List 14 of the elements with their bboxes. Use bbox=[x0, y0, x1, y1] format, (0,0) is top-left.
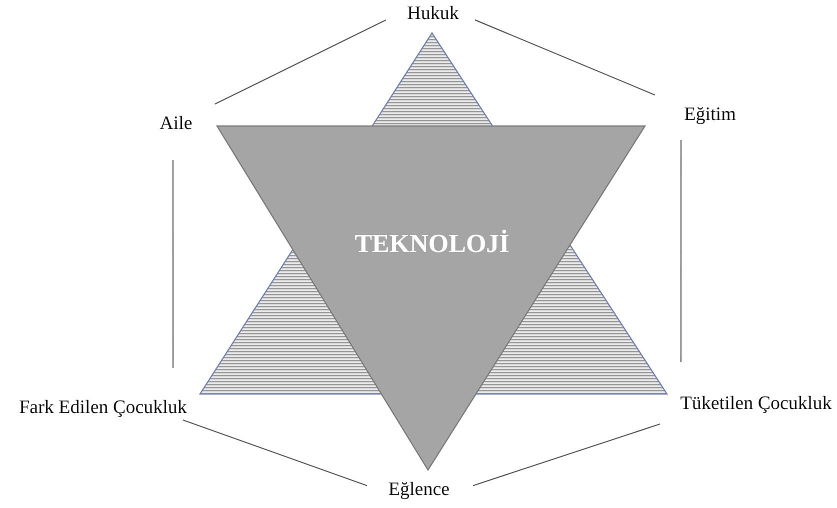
concept-label: Tüketilen Çocukluk bbox=[660, 362, 836, 424]
connector-line bbox=[472, 423, 660, 486]
concept-label: Eğitim bbox=[655, 95, 740, 140]
center-title: TEKNOLOJİ bbox=[354, 229, 510, 259]
concept-label: Hukuk bbox=[386, 3, 475, 25]
concept-label: Fark Edilen Çocukluk bbox=[12, 368, 195, 420]
connector-line bbox=[182, 419, 368, 486]
concept-label: Eğlence bbox=[367, 479, 473, 501]
connector-line bbox=[214, 19, 386, 104]
concept-label: Aile bbox=[160, 104, 215, 160]
inverted-triangle bbox=[217, 126, 645, 470]
connector-line bbox=[680, 140, 682, 362]
connector-line bbox=[474, 19, 656, 96]
connector-line bbox=[172, 160, 174, 368]
